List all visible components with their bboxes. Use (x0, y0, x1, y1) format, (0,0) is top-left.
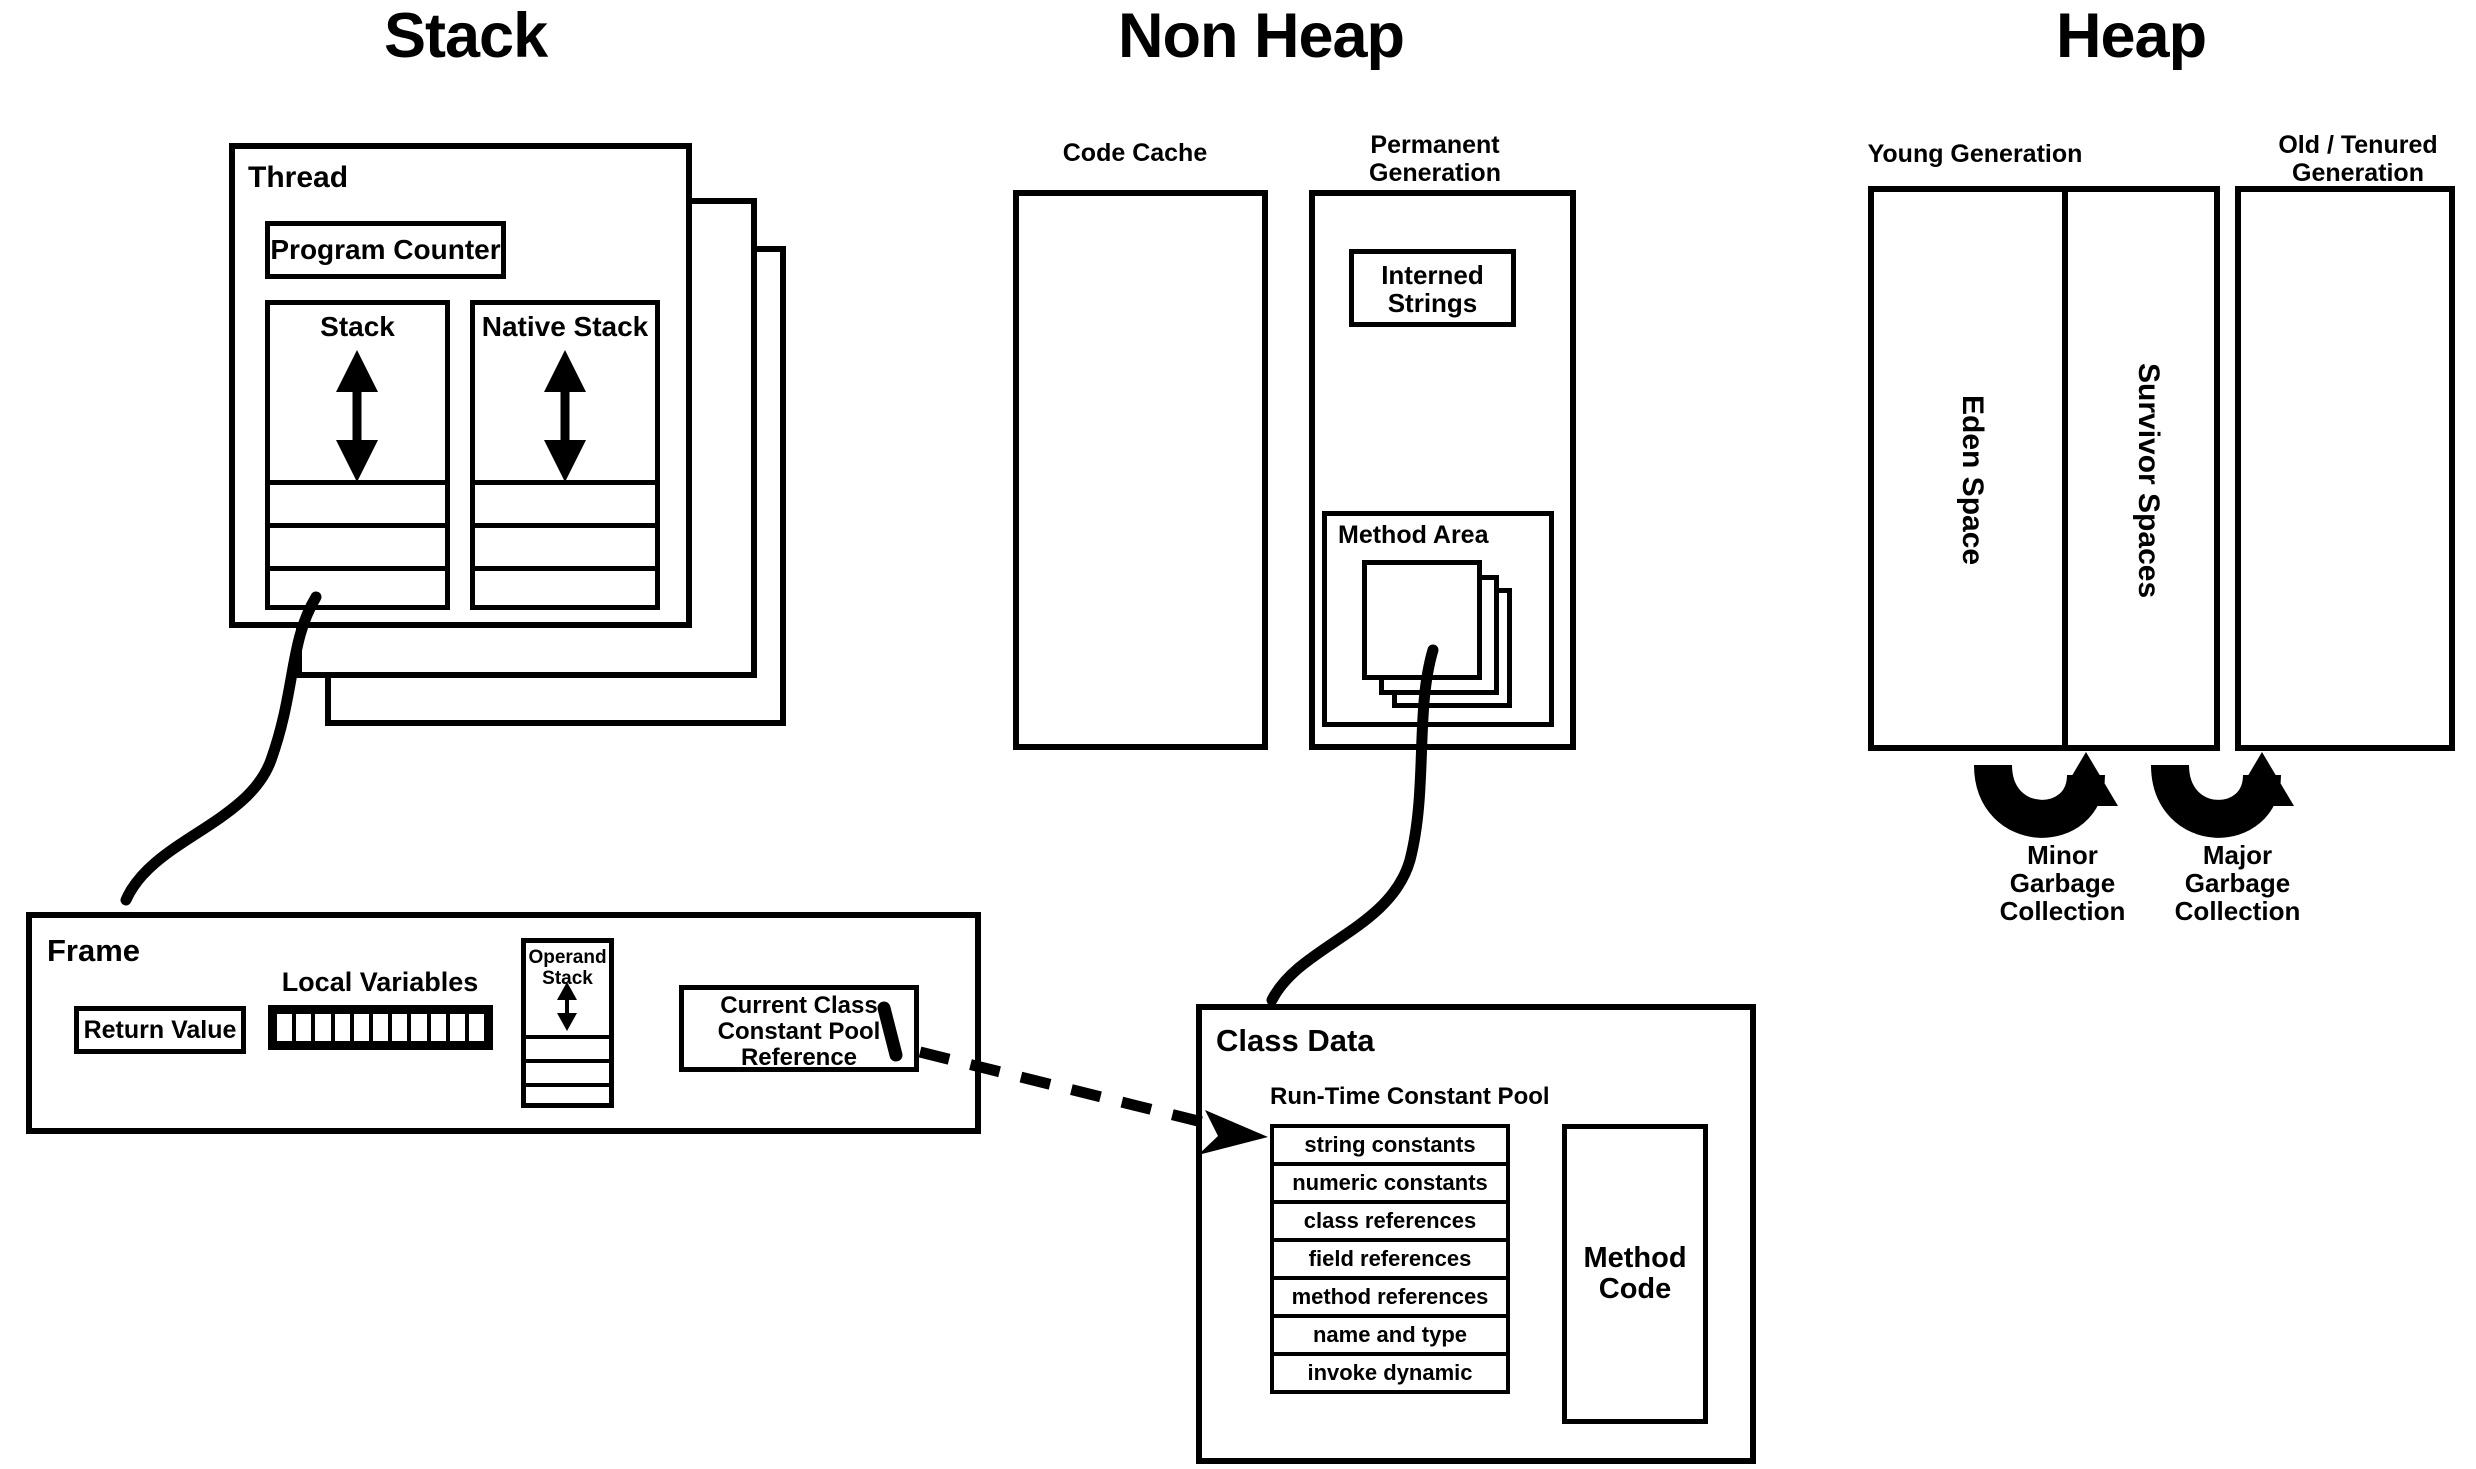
constant-pool-entry: field references (1270, 1238, 1510, 1280)
run-time-constant-pool-list: string constants numeric constants class… (1270, 1124, 1510, 1394)
young-generation-divider (2062, 186, 2068, 751)
constant-pool-entry: method references (1270, 1276, 1510, 1318)
thread-native-stack-frame-divider-3 (470, 566, 660, 571)
constant-pool-entry: name and type (1270, 1314, 1510, 1356)
permanent-generation-caption: Permanent Generation (1369, 131, 1501, 187)
local-variable-slot (277, 1014, 293, 1041)
thread-native-stack-frame-divider-2 (470, 523, 660, 528)
thread-native-stack-frame-divider-1 (470, 480, 660, 485)
local-variable-slot (449, 1014, 465, 1041)
local-variable-slot (296, 1014, 312, 1041)
constant-pool-entry: numeric constants (1270, 1162, 1510, 1204)
run-time-constant-pool-label: Run-Time Constant Pool (1270, 1083, 1550, 1110)
young-generation-caption: Young Generation (1867, 140, 2083, 168)
method-code-label: Method Code (1583, 1242, 1687, 1306)
section-title-heap: Heap (2056, 1, 2207, 71)
old-generation-box (2235, 186, 2455, 751)
interned-strings-label: Interned Strings (1381, 260, 1484, 319)
local-variable-slot (468, 1014, 485, 1041)
section-title-stack: Stack (384, 1, 548, 71)
local-variable-slot (430, 1014, 446, 1041)
method-area-label: Method Area (1338, 521, 1489, 549)
thread-stack-frame-divider-3 (265, 566, 450, 571)
local-variable-slot (372, 1014, 389, 1041)
program-counter-label: Program Counter (270, 234, 501, 265)
local-variables-label: Local Variables (281, 967, 479, 997)
local-variable-slot (411, 1014, 427, 1041)
minor-garbage-collection-label: Minor Garbage Collection (1999, 840, 2126, 927)
minor-garbage-collection-arrow-icon (1974, 752, 2118, 838)
constant-pool-entry: string constants (1270, 1124, 1510, 1166)
local-variables-slots (268, 1005, 493, 1050)
return-value-box (74, 1006, 246, 1054)
method-code-box (1562, 1124, 1708, 1424)
major-garbage-collection-arrow-icon (2151, 752, 2294, 838)
eden-space-label: Eden Space (1956, 395, 1989, 566)
program-counter-box (265, 221, 506, 279)
thread-native-stack-column (470, 300, 660, 610)
local-variable-slot (315, 1014, 331, 1041)
method-area-class-copy-1 (1362, 560, 1482, 680)
thread-stack-column (265, 300, 450, 610)
old-generation-caption: Old / Tenured Generation (2278, 131, 2438, 187)
return-value-label: Return Value (83, 1016, 237, 1044)
constant-pool-entry: invoke dynamic (1270, 1352, 1510, 1394)
constant-pool-entry: class references (1270, 1200, 1510, 1242)
thread-label: Thread (248, 161, 349, 194)
young-generation-box (1868, 186, 2220, 751)
stack-frame-connector (120, 591, 322, 906)
thread-stack-column-label: Stack (320, 311, 395, 342)
thread-stack-frame-divider-2 (265, 523, 450, 528)
local-variable-slot (334, 1014, 350, 1041)
code-cache-box (1013, 190, 1268, 750)
current-class-constant-pool-reference-label: Current Class Constant Pool Reference (717, 992, 881, 1071)
class-data-label: Class Data (1216, 1023, 1375, 1058)
operand-stack-divider-2 (521, 1059, 614, 1063)
local-variable-slot (392, 1014, 408, 1041)
survivor-spaces-label: Survivor Spaces (2132, 363, 2165, 599)
major-garbage-collection-label: Major Garbage Collection (2174, 840, 2301, 927)
operand-stack-divider-3 (521, 1083, 614, 1087)
section-title-non-heap: Non Heap (1118, 1, 1405, 71)
thread-native-stack-column-label: Native Stack (481, 311, 649, 342)
interned-strings-box (1349, 249, 1516, 327)
operand-stack-label: Operand Stack (528, 947, 607, 989)
frame-label: Frame (47, 933, 141, 968)
operand-stack-divider-1 (521, 1035, 614, 1039)
thread-stack-frame-divider-1 (265, 480, 450, 485)
local-variable-slot (353, 1014, 369, 1041)
code-cache-caption: Code Cache (1062, 139, 1208, 167)
